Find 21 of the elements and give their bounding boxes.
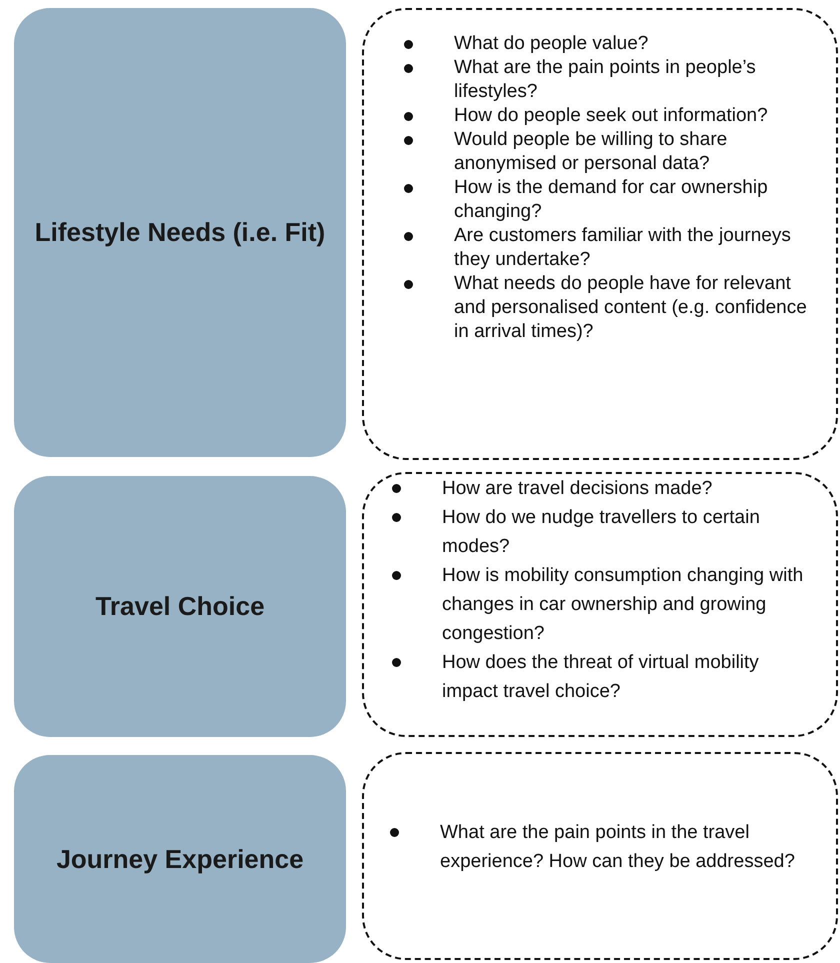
- question-text: How do people seek out information?: [454, 104, 769, 128]
- question-text: How are travel decisions made?: [442, 477, 714, 501]
- question-text: What needs do people have for relevant and personalised content (e.g. confidence in arrival times)?: [454, 272, 808, 344]
- question-text: How do we nudge travellers to certain modes?: [442, 506, 761, 559]
- category-title: Travel Choice: [94, 590, 266, 623]
- category-box: [14, 476, 346, 737]
- question-text: Are customers familiar with the journeys they undertake?: [454, 224, 792, 272]
- category-box: [14, 755, 346, 963]
- question-text: What are the pain points in the travel experience? How can they be addressed?: [440, 821, 796, 874]
- question-text: How is the demand for car ownership changing?: [454, 176, 769, 224]
- category-title: Lifestyle Needs (i.e. Fit): [34, 216, 326, 249]
- question-panel: [362, 752, 838, 960]
- question-text: What do people value?: [454, 32, 650, 56]
- category-title: Journey Experience: [55, 842, 305, 876]
- question-text: How does the threat of virtual mobility impact travel choice?: [442, 651, 760, 704]
- question-panel: [362, 8, 838, 460]
- question-panel: [362, 472, 838, 737]
- category-box: [14, 8, 346, 457]
- question-text: What are the pain points in people’s lifestyles?: [454, 56, 757, 104]
- question-text: Would people be willing to share anonymised or personal data?: [454, 128, 728, 176]
- question-text: How is mobility consumption changing with changes in car ownership and growing congestion?: [442, 564, 804, 646]
